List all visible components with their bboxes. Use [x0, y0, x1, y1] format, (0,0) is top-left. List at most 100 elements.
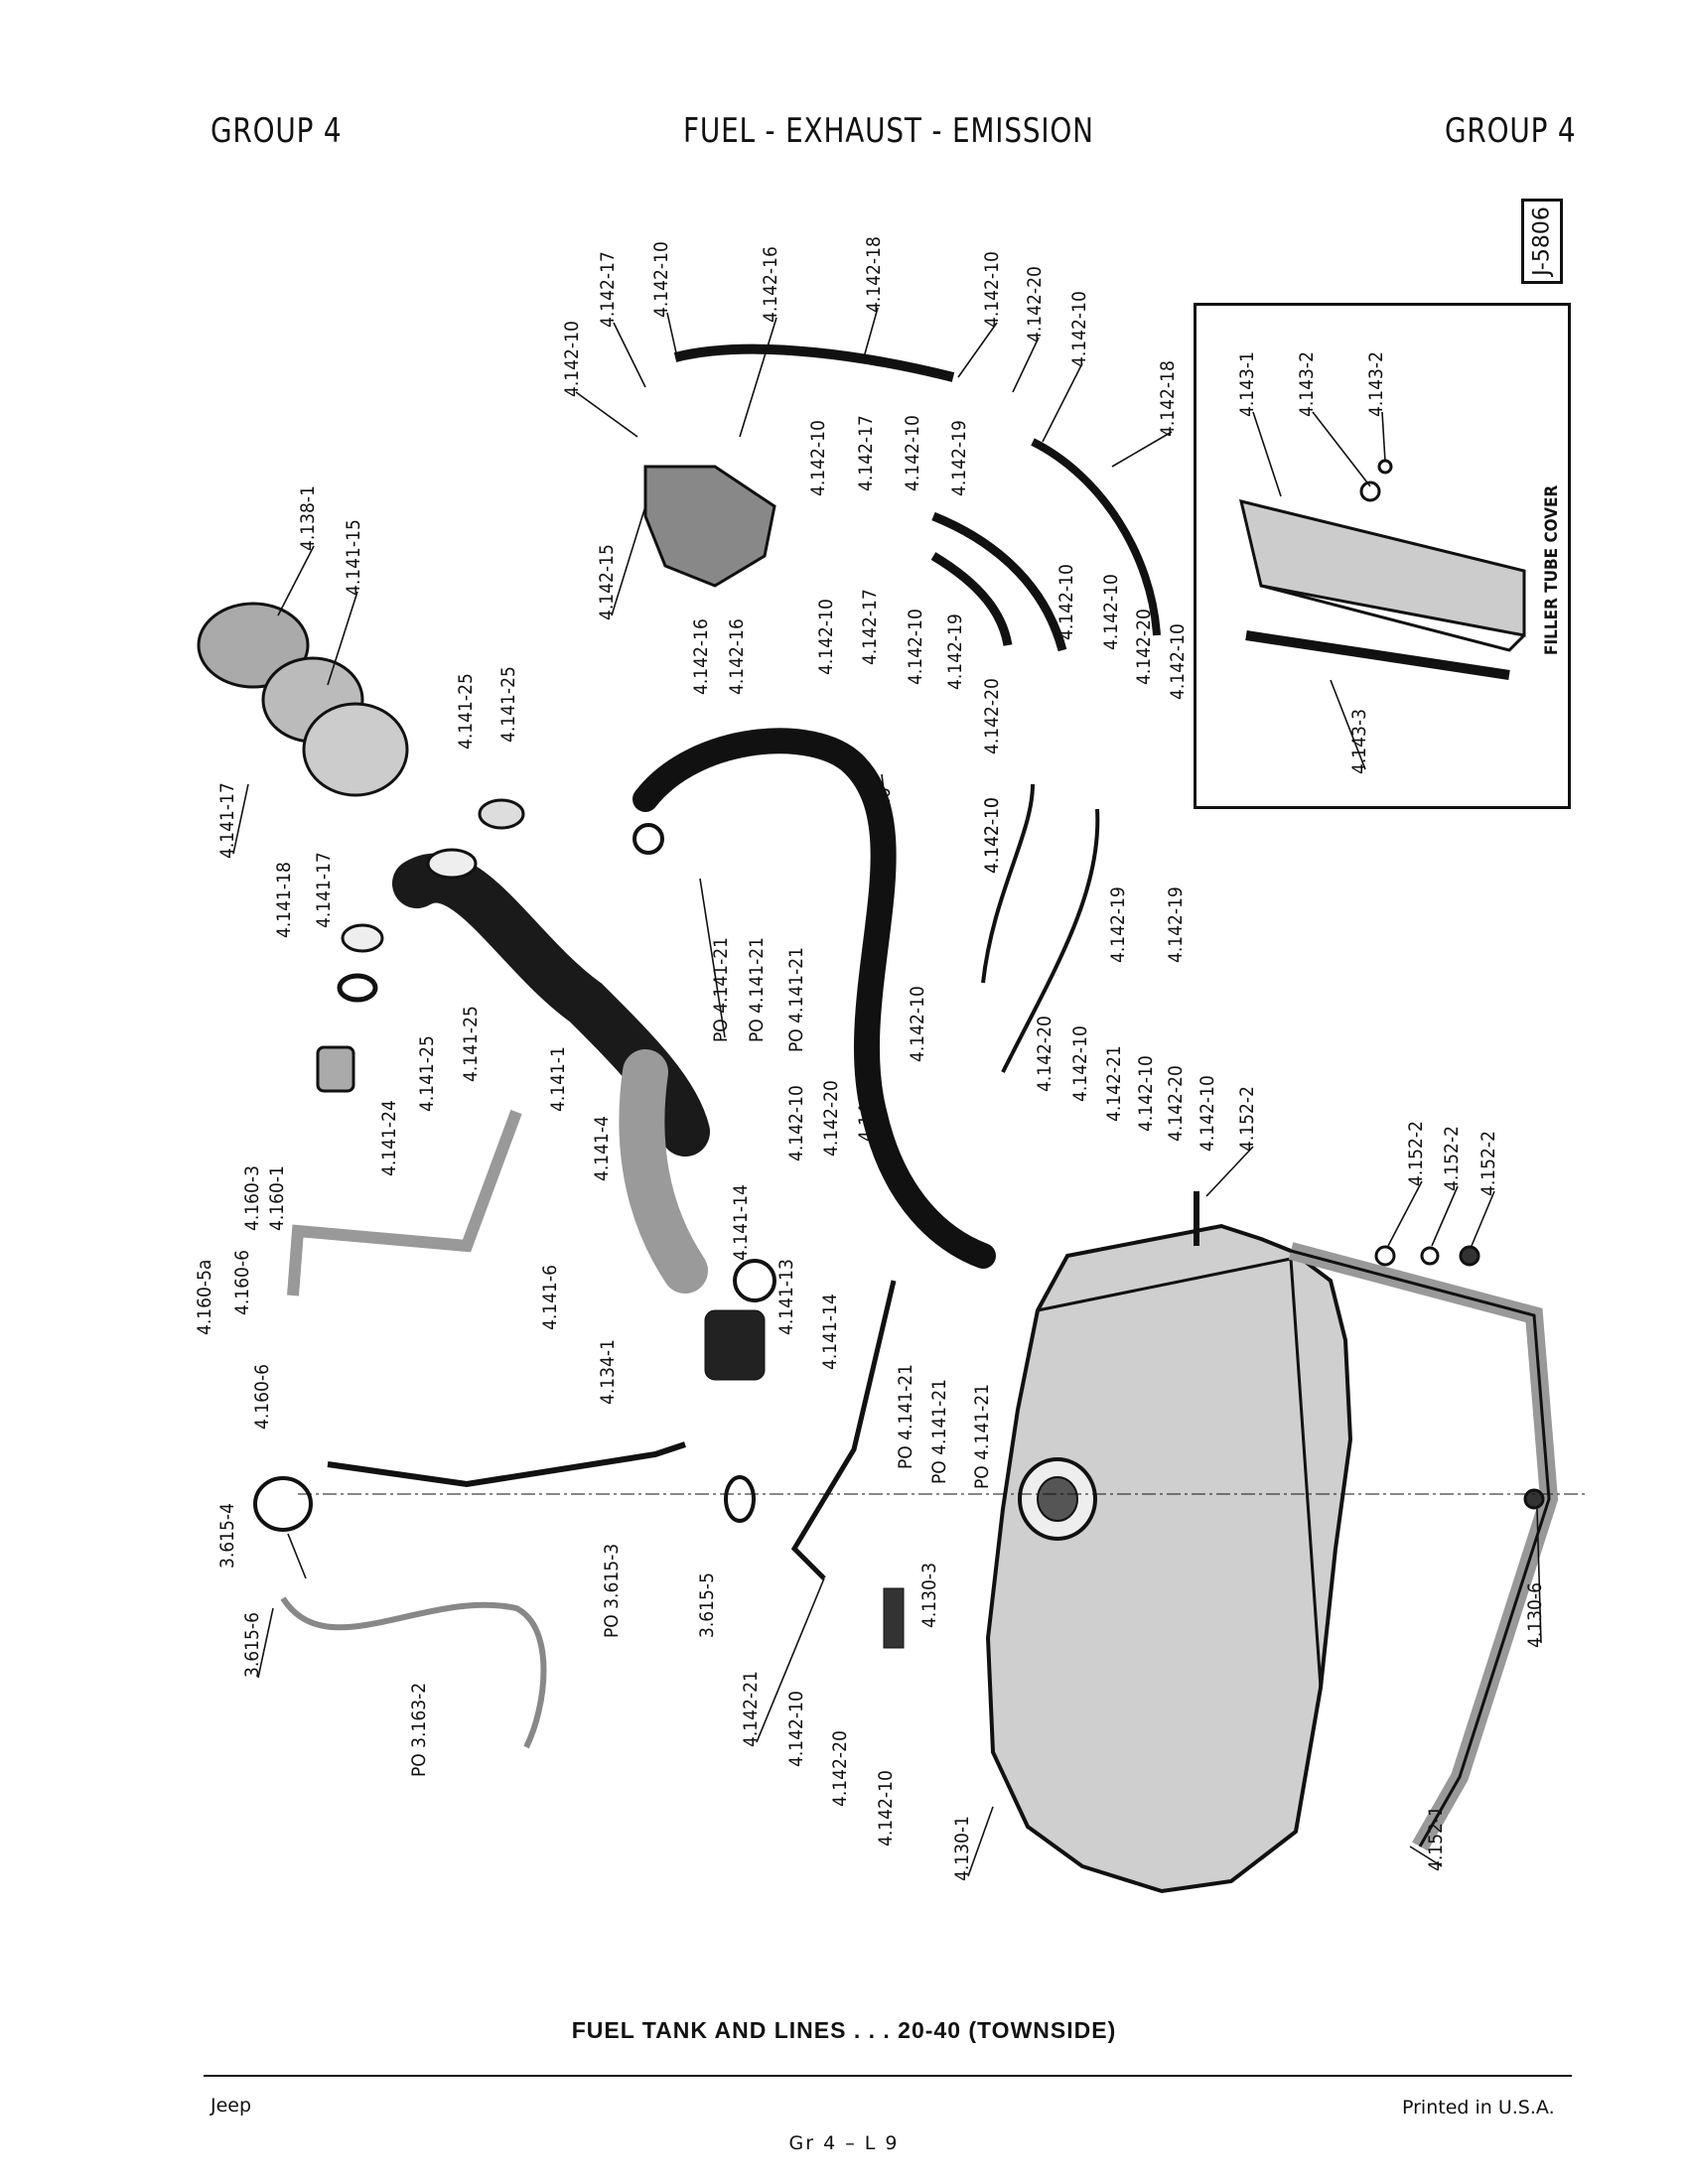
part-label: 4.130-3	[918, 1563, 940, 1628]
part-label: 4.142-10	[785, 1085, 807, 1161]
inset-artwork	[1238, 459, 1526, 680]
part-label: 4.142-10	[1167, 623, 1189, 700]
part-label: 4.160-5a	[194, 1260, 215, 1335]
part-label: 4.142-10	[807, 420, 829, 496]
part-label: 3.615-4	[216, 1503, 238, 1569]
fuel-pump	[643, 465, 776, 588]
part-label: 4.142-16	[726, 618, 748, 695]
part-label: PO 3.615-3	[601, 1544, 623, 1638]
part-label: 4.142-19	[1107, 887, 1129, 963]
part-label: 4.142-16	[690, 618, 712, 695]
part-label: 4.142-10	[981, 797, 1003, 874]
part-label: 4.130-6	[1524, 1582, 1546, 1648]
part-label: 4.141-14	[730, 1184, 752, 1261]
inset-part-label: 4.143-2	[1365, 351, 1387, 417]
part-label: 4.142-10	[815, 599, 837, 675]
part-label: 4.141-17	[216, 782, 238, 859]
vent-hose	[633, 728, 996, 1269]
part-label: 4.141-24	[378, 1100, 400, 1176]
part-label: 4.142-16	[760, 246, 781, 323]
part-label: 4.142-10	[907, 986, 928, 1062]
part-label: 4.142-20	[829, 1730, 851, 1807]
reference-code-box: J-5806	[1521, 199, 1563, 284]
inset-part-label: 4.143-2	[1296, 351, 1318, 417]
part-label: 4.142-10	[905, 609, 926, 685]
part-label: PO 4.141-21	[971, 1384, 993, 1489]
part-label: 4.138-1	[297, 485, 319, 551]
part-label: PO 4.141-21	[928, 1379, 950, 1484]
part-label: 4.142-10	[650, 241, 672, 318]
part-label: 4.142-20	[1165, 1065, 1187, 1142]
part-label: 4.160-6	[251, 1364, 273, 1430]
header-title: FUEL - EXHAUST - EMISSION	[683, 111, 1094, 151]
part-label: 4.142-18	[1157, 360, 1179, 437]
part-label: 4.152-1	[1425, 1806, 1447, 1871]
header-group-right: GROUP 4	[1445, 111, 1577, 151]
part-label: 4.142-20	[820, 1080, 842, 1157]
part-label: 4.142-17	[597, 251, 619, 328]
part-label: PO 4.141-21	[710, 937, 732, 1042]
footer-printed: Printed in U.S.A.	[1402, 2097, 1555, 2118]
part-label: 4.142-10	[1196, 1075, 1218, 1152]
part-label: 4.142-17	[855, 415, 877, 491]
part-label: 4.142-10	[981, 251, 1003, 328]
part-label: 4.142-10	[902, 415, 923, 491]
part-label: 4.134-1	[597, 1339, 619, 1405]
part-label: PO 4.141-21	[895, 1364, 916, 1469]
part-label: 4.142-10	[875, 1770, 897, 1846]
fuel-line-upper	[673, 343, 955, 382]
part-label: 4.142-10	[1055, 564, 1077, 640]
inset-part-label: 4.143-3	[1348, 709, 1370, 774]
part-label: 4.141-14	[819, 1294, 841, 1370]
part-label: PO 3.163-2	[408, 1683, 430, 1777]
part-label: 4.160-3	[241, 1165, 263, 1231]
sending-unit-tube	[327, 1441, 686, 1488]
inset-title: FILLER TUBE COVER	[1542, 484, 1562, 655]
part-label: 4.141-25	[455, 673, 477, 750]
part-label: 4.141-17	[313, 852, 335, 928]
part-label: 4.141-25	[497, 666, 519, 743]
part-label: 4.130-1	[951, 1816, 973, 1881]
filler-neck-hose	[619, 1049, 708, 1294]
part-label: 4.141-25	[416, 1035, 438, 1112]
part-label: 4.142-10	[785, 1691, 807, 1767]
vent-tube	[287, 1109, 522, 1297]
part-label: 4.142-17	[859, 589, 881, 665]
fuel-line-right	[1031, 438, 1161, 636]
part-label: 4.152-2	[1236, 1086, 1258, 1152]
part-label: 4.142-15	[596, 544, 618, 620]
part-label: 4.142-10	[1135, 1055, 1157, 1132]
filler-tube-cover-inset	[1194, 303, 1571, 809]
page-number: Gr 4 – L 9	[788, 2132, 900, 2154]
part-label: 4.141-6	[539, 1265, 561, 1330]
part-label: 4.142-10	[1100, 574, 1122, 650]
part-label: 4.142-19	[1165, 887, 1187, 963]
part-label: 4.141-13	[775, 1259, 797, 1335]
part-label: 4.152-2	[1441, 1126, 1463, 1191]
part-label: 4.141-1	[547, 1046, 569, 1112]
footer-rule	[204, 2075, 1572, 2077]
part-label: 3.615-6	[241, 1612, 263, 1678]
part-label: 4.141-20	[873, 787, 895, 864]
part-label: 4.142-10	[981, 797, 1003, 874]
wire-harness	[280, 1596, 547, 1749]
part-label: 4.142-21	[1103, 1045, 1125, 1122]
part-label: 4.142-10	[855, 1065, 877, 1142]
part-label: 4.160-1	[266, 1165, 288, 1231]
part-label: 4.160-6	[231, 1250, 253, 1315]
part-label: 4.142-10	[1068, 291, 1090, 367]
part-label: 4.142-10	[1069, 1025, 1091, 1102]
part-label: 4.141-15	[343, 519, 364, 596]
part-label: 4.142-20	[1024, 266, 1046, 342]
part-label: 4.142-19	[944, 614, 966, 690]
part-label: 4.142-19	[948, 420, 970, 496]
part-label: 4.142-20	[1133, 609, 1155, 685]
sender-unit	[197, 602, 310, 689]
inset-part-label: 4.143-1	[1236, 351, 1258, 417]
part-label: 4.141-25	[460, 1006, 482, 1082]
footer-brand: Jeep	[211, 2095, 252, 2116]
callout-labels: 4.142-10 4.142-17 4.142-10 4.142-16 4.14…	[194, 236, 1562, 1881]
part-label: 4.142-10	[561, 321, 583, 397]
leader-lines	[232, 307, 1542, 1877]
